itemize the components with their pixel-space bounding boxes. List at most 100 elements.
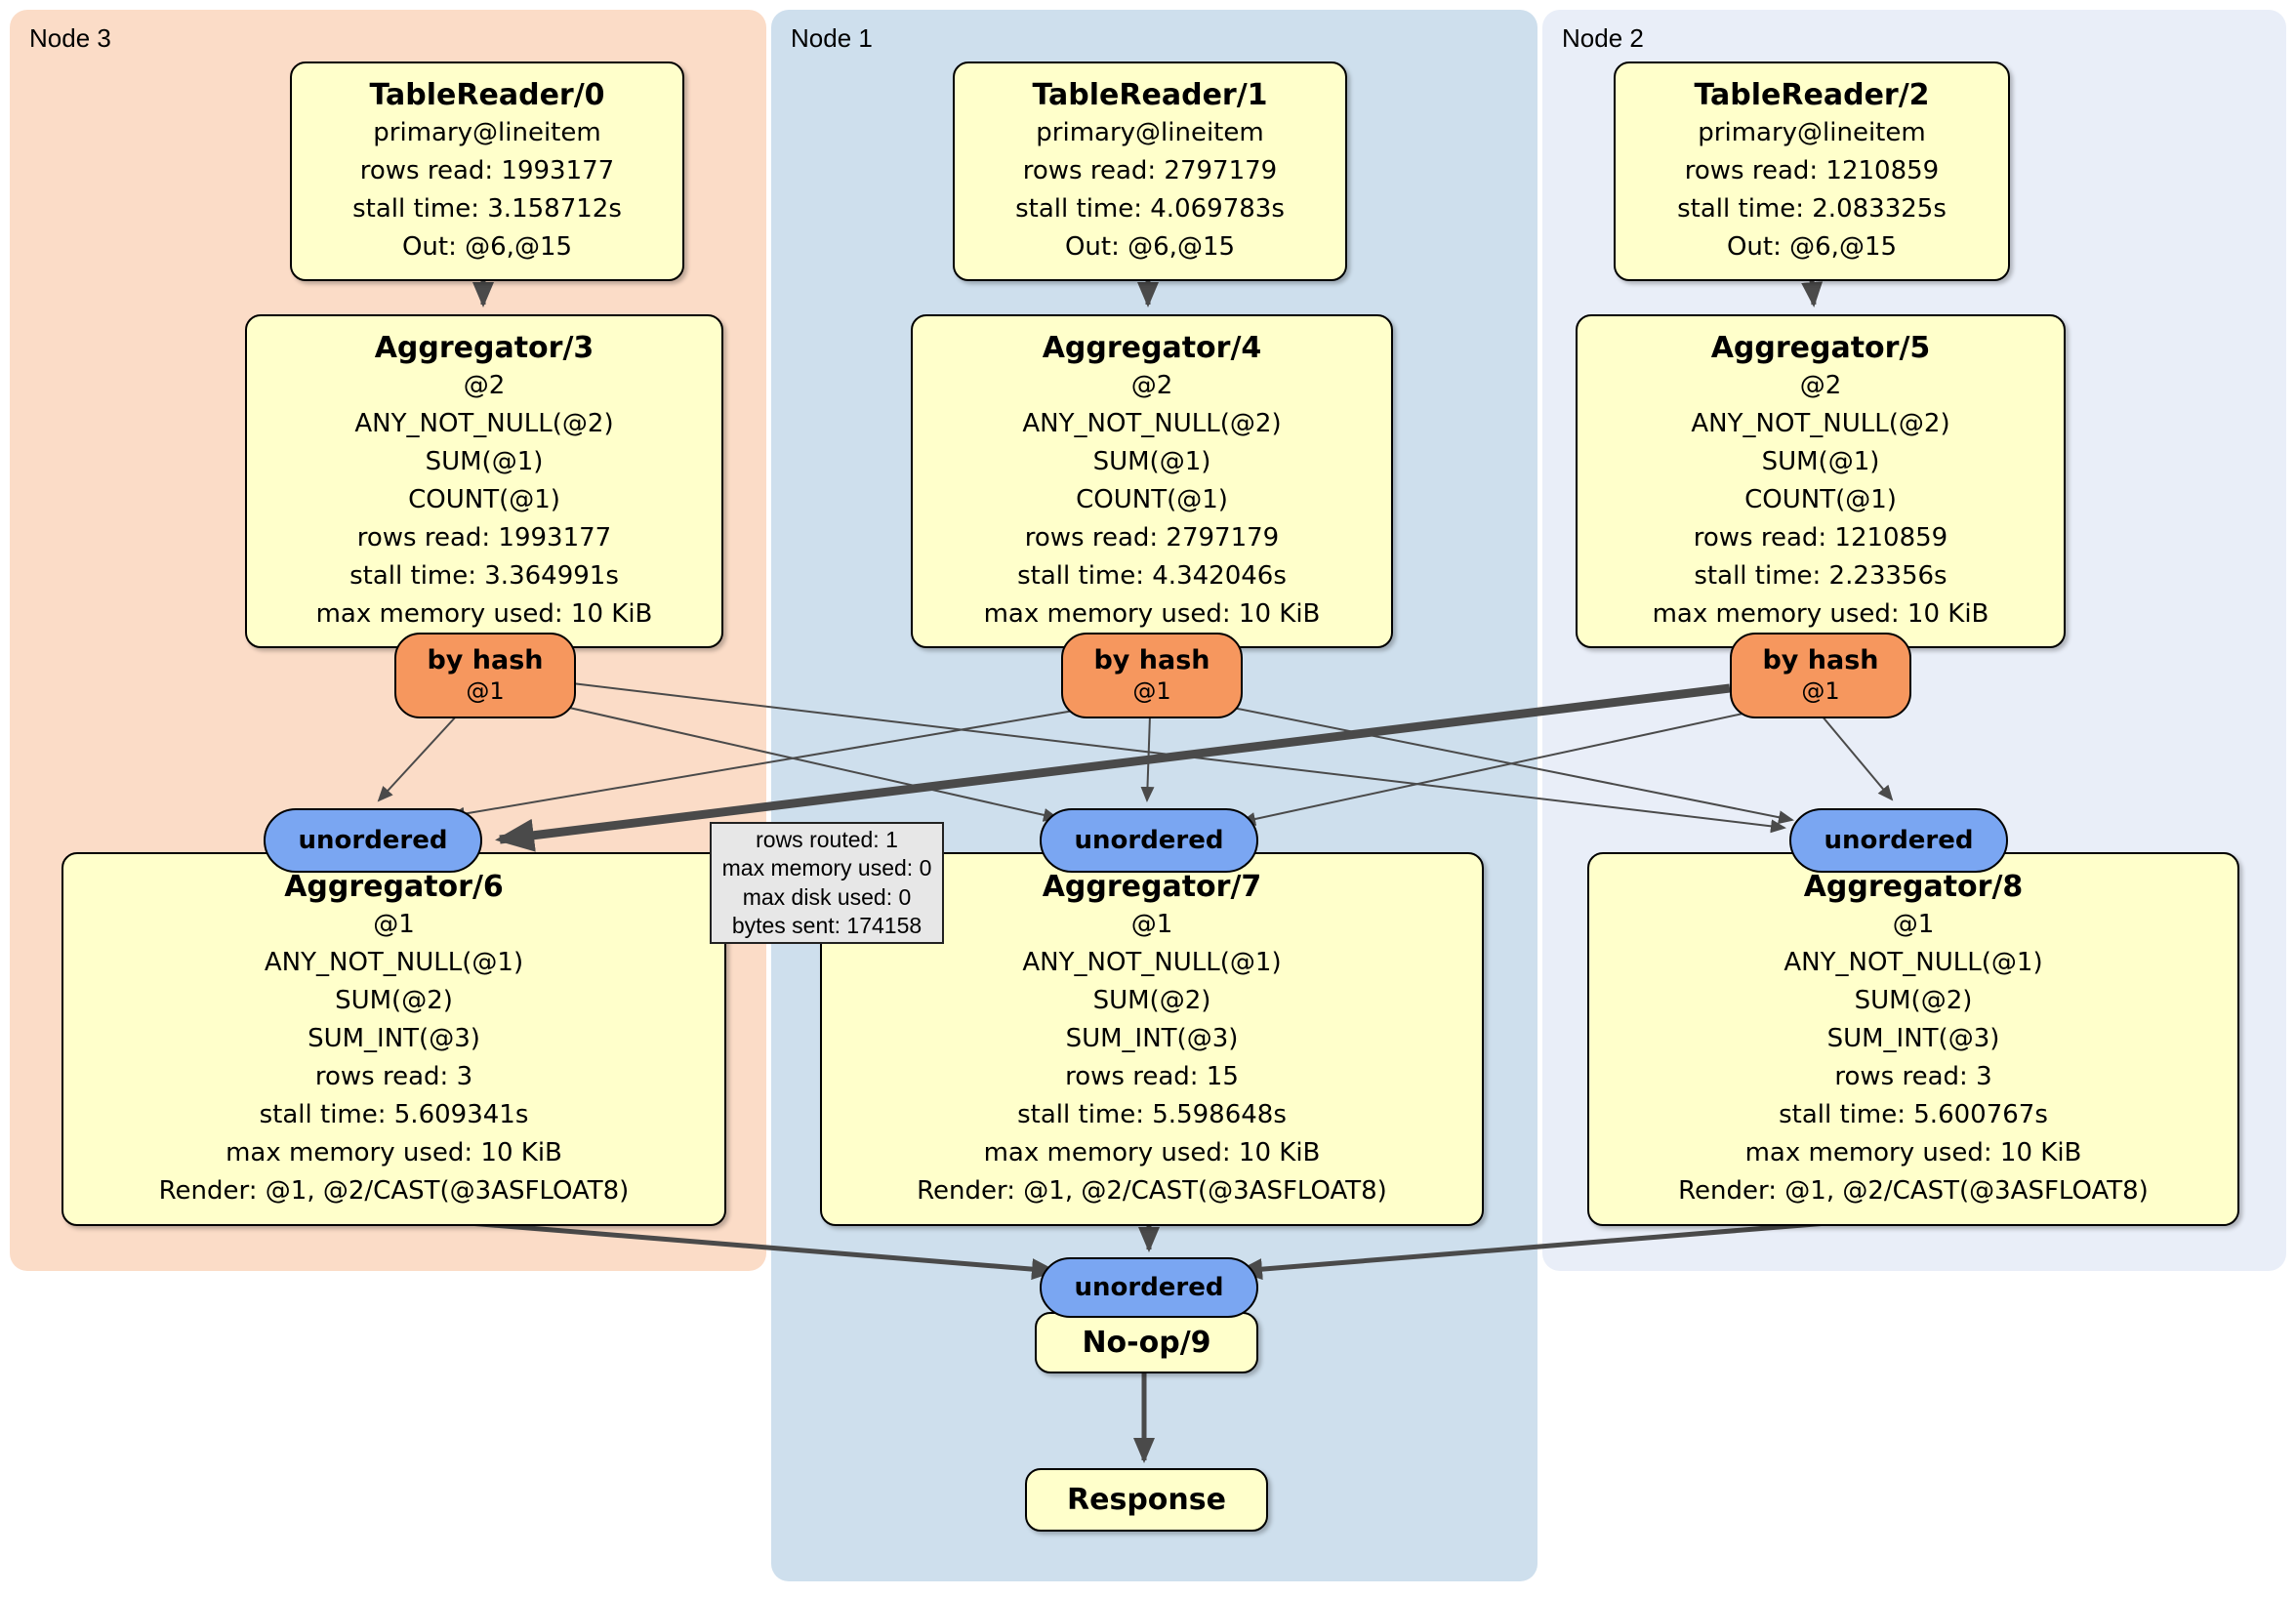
processor-detail: Out: @6,@15 [1064, 232, 1236, 262]
router-columns: @1 [466, 676, 505, 705]
processor-title: Aggregator/4 [1042, 331, 1262, 365]
processor-detail: rows read: 1993177 [359, 156, 615, 185]
processor-detail: Out: @6,@15 [1726, 232, 1898, 262]
router-by-hash-5: by hash @1 [1730, 633, 1911, 718]
processor-title: Response [1067, 1483, 1226, 1517]
processor-detail: stall time: 5.598648s [1017, 1100, 1287, 1129]
processor-detail: SUM(@1) [1092, 447, 1211, 476]
processor-detail: stall time: 4.342046s [1017, 561, 1287, 591]
processor-detail: SUM(@2) [1854, 986, 1973, 1015]
sync-unordered-left: unordered [264, 808, 482, 873]
processor-detail: rows read: 1210859 [1693, 523, 1948, 553]
processor-detail: ANY_NOT_NULL(@2) [1022, 409, 1282, 438]
router-by-hash-4: by hash @1 [1061, 633, 1243, 718]
processor-detail: rows read: 15 [1065, 1062, 1239, 1091]
processor-title: Aggregator/3 [374, 331, 594, 365]
processor-detail: primary@lineitem [1698, 118, 1926, 147]
processor-detail: Out: @6,@15 [401, 232, 573, 262]
processor-detail: COUNT(@1) [1744, 485, 1897, 514]
processor-detail: primary@lineitem [373, 118, 601, 147]
processor-aggregator-4: Aggregator/4 @2 ANY_NOT_NULL(@2) SUM(@1)… [911, 314, 1393, 648]
processor-aggregator-3: Aggregator/3 @2 ANY_NOT_NULL(@2) SUM(@1)… [245, 314, 723, 648]
edge-byhash3-unordered-left[interactable] [377, 715, 458, 802]
processor-detail: max memory used: 10 KiB [226, 1138, 562, 1167]
processor-detail: Render: @1, @2/CAST(@3ASFLOAT8) [917, 1176, 1387, 1206]
processor-aggregator-6: Aggregator/6 @1 ANY_NOT_NULL(@1) SUM(@2)… [62, 852, 726, 1226]
router-label: by hash [427, 645, 544, 676]
processor-detail: max memory used: 10 KiB [315, 599, 653, 629]
processor-detail: COUNT(@1) [408, 485, 560, 514]
processor-title: TableReader/2 [1694, 78, 1930, 112]
processor-detail: rows read: 1210859 [1684, 156, 1940, 185]
processor-title: Aggregator/6 [284, 870, 504, 904]
processor-noop-9: No-op/9 [1035, 1312, 1258, 1373]
edge-byhash4-unordered-left[interactable] [449, 710, 1075, 821]
processor-detail: primary@lineitem [1036, 118, 1264, 147]
stream-stats-tooltip: rows routed: 1 max memory used: 0 max di… [710, 822, 944, 944]
sync-unordered-right: unordered [1789, 808, 2008, 873]
region-label: Node 2 [1562, 23, 1644, 53]
processor-detail: rows read: 1993177 [356, 523, 612, 553]
processor-title: TableReader/1 [1032, 78, 1268, 112]
processor-detail: ANY_NOT_NULL(@1) [264, 948, 524, 977]
processor-detail: max memory used: 10 KiB [1744, 1138, 2082, 1167]
processor-detail: rows read: 3 [1834, 1062, 1992, 1091]
processor-title: TableReader/0 [369, 78, 605, 112]
edge-byhash5-unordered-right[interactable] [1821, 715, 1894, 801]
processor-detail: stall time: 3.158712s [352, 194, 622, 224]
tooltip-line: max disk used: 0 [742, 883, 912, 910]
processor-detail: rows read: 2797179 [1024, 523, 1280, 553]
tooltip-line: bytes sent: 174158 [731, 912, 922, 938]
edge-byhash5-unordered-left-highlighted[interactable] [495, 683, 1731, 852]
edge-tr2-agg5[interactable] [1801, 279, 1824, 307]
tooltip-line: max memory used: 0 [721, 855, 932, 881]
router-columns: @1 [1132, 676, 1171, 705]
processor-title: Aggregator/5 [1710, 331, 1931, 365]
processor-title: Aggregator/7 [1042, 870, 1262, 904]
processor-detail: stall time: 5.600767s [1779, 1100, 2048, 1129]
processor-detail: stall time: 2.083325s [1677, 194, 1947, 224]
processor-detail: SUM(@2) [1092, 986, 1211, 1015]
sync-label: unordered [1074, 826, 1224, 855]
processor-detail: stall time: 4.069783s [1015, 194, 1285, 224]
processor-tablereader-1: TableReader/1 primary@lineitem rows read… [953, 61, 1347, 281]
processor-detail: SUM(@2) [335, 986, 453, 1015]
processor-detail: @1 [373, 910, 415, 939]
edge-byhash3-unordered-center[interactable] [555, 704, 1059, 822]
processor-response: Response [1025, 1468, 1268, 1532]
processor-detail: ANY_NOT_NULL(@2) [1691, 409, 1950, 438]
processor-detail: ANY_NOT_NULL(@1) [1784, 948, 2043, 977]
processor-detail: max memory used: 10 KiB [1652, 599, 1989, 629]
processor-detail: @2 [1799, 371, 1842, 400]
processor-detail: stall time: 3.364991s [349, 561, 619, 591]
processor-detail: rows read: 2797179 [1022, 156, 1278, 185]
router-label: by hash [1093, 645, 1210, 676]
processor-detail: SUM(@1) [425, 447, 544, 476]
edge-agg6-unordered-final[interactable] [468, 1220, 1057, 1281]
processor-aggregator-8: Aggregator/8 @1 ANY_NOT_NULL(@1) SUM(@2)… [1587, 852, 2239, 1226]
sync-label: unordered [298, 826, 448, 855]
tooltip-line: rows routed: 1 [756, 826, 898, 852]
processor-detail: max memory used: 10 KiB [983, 1138, 1321, 1167]
processor-detail: @1 [1892, 910, 1935, 939]
processor-title: Aggregator/8 [1803, 870, 2024, 904]
edge-byhash5-unordered-center[interactable] [1240, 712, 1748, 826]
processor-detail: @2 [1130, 371, 1173, 400]
processor-detail: SUM_INT(@3) [308, 1024, 480, 1053]
processor-aggregator-5: Aggregator/5 @2 ANY_NOT_NULL(@2) SUM(@1)… [1576, 314, 2066, 648]
edge-agg8-unordered-final[interactable] [1237, 1220, 1828, 1281]
processor-detail: ANY_NOT_NULL(@1) [1022, 948, 1282, 977]
processor-aggregator-7: Aggregator/7 @1 ANY_NOT_NULL(@1) SUM(@2)… [820, 852, 1484, 1226]
region-label: Node 1 [791, 23, 873, 53]
processor-detail: COUNT(@1) [1076, 485, 1228, 514]
region-label: Node 3 [29, 23, 111, 53]
processor-tablereader-2: TableReader/2 primary@lineitem rows read… [1614, 61, 2010, 281]
processor-detail: max memory used: 10 KiB [983, 599, 1321, 629]
processor-title: No-op/9 [1082, 1326, 1211, 1360]
processor-detail: @1 [1130, 910, 1173, 939]
router-columns: @1 [1801, 676, 1840, 705]
processor-detail: @2 [463, 371, 506, 400]
processor-detail: SUM(@1) [1761, 447, 1880, 476]
processor-detail: ANY_NOT_NULL(@2) [354, 409, 614, 438]
